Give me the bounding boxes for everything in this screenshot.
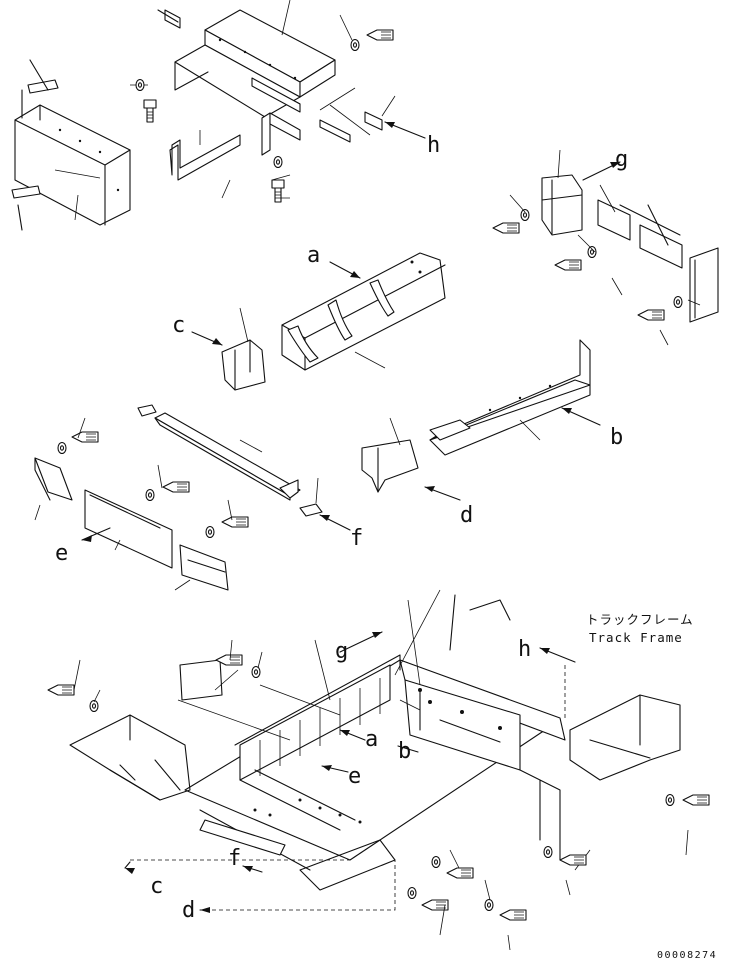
track-frame-note-jp: トラックフレーム (586, 612, 694, 627)
frame-labels: g h a b e f c d (124, 631, 576, 923)
label-e-top: e (55, 541, 68, 566)
label-c-top: c (172, 313, 185, 338)
track-frame-note-en: Track Frame (589, 630, 683, 645)
label-b-frame: b (398, 739, 411, 764)
label-c-frame: c (150, 874, 163, 899)
top-cover-assembly (11, 0, 396, 231)
label-d-frame: d (182, 898, 195, 923)
label-a-top: a (307, 243, 320, 268)
label-f-frame: f (228, 846, 241, 871)
d-bracket-group: d (361, 417, 473, 528)
e-bracket-group: e (34, 417, 249, 591)
label-g-top: g (615, 147, 628, 172)
track-frame-assembly (47, 589, 710, 951)
c-bracket-group: c (172, 307, 266, 391)
label-h-frame: h (518, 637, 531, 662)
a-tray-group: a (281, 243, 446, 371)
b-channel-group: b (429, 339, 623, 456)
rail-group: f (137, 404, 363, 551)
label-b-top: b (610, 425, 623, 450)
g-bracket-group: g (492, 147, 719, 346)
label-e-frame: e (348, 764, 361, 789)
label-d-top: d (460, 503, 473, 528)
arrow-h-top: h (384, 121, 440, 158)
label-h-top: h (427, 133, 440, 158)
label-f-top: f (350, 526, 363, 551)
drawing-code: 00008274 (657, 950, 717, 961)
label-g-frame: g (335, 639, 348, 664)
label-a-frame: a (365, 727, 378, 752)
